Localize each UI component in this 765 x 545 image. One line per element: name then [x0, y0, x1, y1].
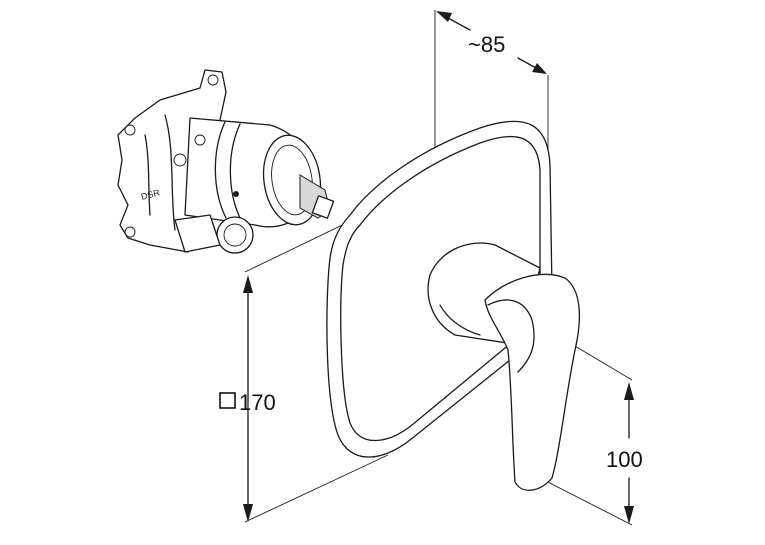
handle-dimension-label: 100	[606, 447, 643, 472]
depth-dimension-label: ~85	[468, 32, 505, 57]
square-icon	[219, 392, 236, 409]
dimension-height	[243, 275, 253, 522]
dimension-handle	[624, 382, 634, 524]
valve-body: DSR	[117, 69, 335, 254]
svg-text:DSR: DSR	[140, 187, 161, 202]
dimension-depth	[436, 11, 547, 74]
height-dimension-label: 170	[239, 390, 276, 415]
lever-handle	[427, 242, 581, 491]
